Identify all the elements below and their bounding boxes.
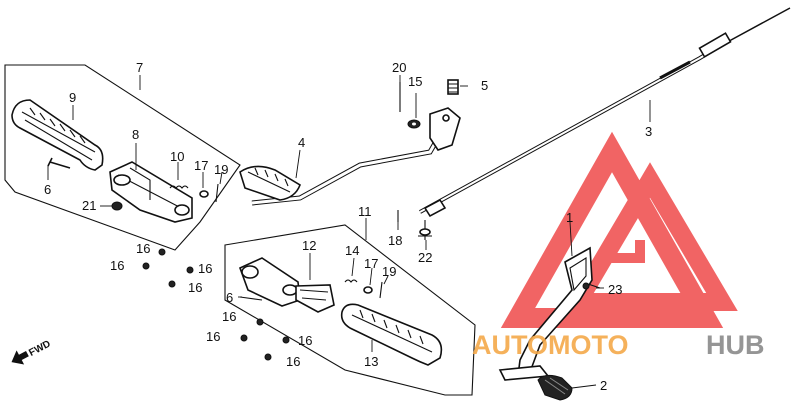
washer-17-right bbox=[363, 286, 373, 294]
label-23: 23 bbox=[608, 282, 622, 297]
fwd-label: FWD bbox=[27, 338, 52, 358]
footpeg-left bbox=[11, 99, 104, 171]
group-box-7 bbox=[4, 64, 241, 251]
bracket-right bbox=[238, 257, 335, 313]
watermark-text: AUTOMOTO HUB bbox=[472, 330, 765, 360]
bolts-16 bbox=[142, 248, 290, 361]
label-1: 1 bbox=[566, 210, 573, 225]
bolt-23 bbox=[587, 283, 601, 289]
label-2: 2 bbox=[600, 378, 607, 393]
footpeg-right bbox=[340, 303, 443, 366]
label-7: 7 bbox=[136, 60, 143, 75]
label-13: 13 bbox=[364, 354, 378, 369]
label-3: 3 bbox=[645, 124, 652, 139]
brake-rod-4 bbox=[239, 107, 461, 206]
washer-17-left bbox=[199, 190, 209, 198]
label-17-left: 17 bbox=[194, 158, 208, 173]
part-labels: 1 2 3 4 5 6 6 7 8 9 10 11 12 13 14 15 16… bbox=[44, 60, 652, 393]
label-19-right: 19 bbox=[382, 264, 396, 279]
label-20: 20 bbox=[392, 60, 406, 75]
label-18: 18 bbox=[388, 233, 402, 248]
label-16-c: 16 bbox=[198, 261, 212, 276]
group-box-11 bbox=[224, 224, 476, 396]
fwd-arrow-icon: FWD bbox=[11, 338, 53, 365]
label-14: 14 bbox=[345, 243, 359, 258]
label-17-right: 17 bbox=[364, 256, 378, 271]
label-16-a: 16 bbox=[136, 241, 150, 256]
leader-lines bbox=[47, 75, 651, 389]
label-16-e: 16 bbox=[222, 309, 236, 324]
label-16-g: 16 bbox=[298, 333, 312, 348]
watermark-logo bbox=[500, 131, 738, 328]
label-8: 8 bbox=[132, 127, 139, 142]
label-10: 10 bbox=[170, 149, 184, 164]
label-11: 11 bbox=[358, 204, 372, 219]
label-21: 21 bbox=[82, 198, 96, 213]
watermark-hub: HUB bbox=[706, 330, 765, 360]
pin-19-right bbox=[379, 281, 383, 299]
nut-21 bbox=[111, 201, 123, 211]
label-5: 5 bbox=[481, 78, 488, 93]
pin-19-left bbox=[215, 183, 219, 203]
bolt-6-right bbox=[239, 296, 263, 301]
label-4: 4 bbox=[298, 135, 305, 150]
bolt-6-left bbox=[47, 157, 71, 169]
label-9: 9 bbox=[69, 90, 76, 105]
label-6-right: 6 bbox=[226, 290, 233, 305]
spring-10 bbox=[169, 185, 189, 189]
bracket-left bbox=[109, 161, 193, 223]
label-12: 12 bbox=[302, 238, 316, 253]
spring-14 bbox=[344, 279, 358, 283]
watermark-automoto: AUTOMOTO bbox=[472, 330, 629, 360]
label-16-d: 16 bbox=[188, 280, 202, 295]
brake-pedal-1 bbox=[498, 246, 593, 381]
pedal-rubber-2 bbox=[537, 374, 573, 401]
label-16-h: 16 bbox=[286, 354, 300, 369]
label-15: 15 bbox=[408, 74, 422, 89]
adjuster-5 bbox=[447, 79, 459, 95]
label-16-b: 16 bbox=[110, 258, 124, 273]
label-22: 22 bbox=[418, 250, 432, 265]
label-19-left: 19 bbox=[214, 162, 228, 177]
label-16-f: 16 bbox=[206, 329, 220, 344]
label-6-left: 6 bbox=[44, 182, 51, 197]
brake-cable-3 bbox=[419, 7, 791, 218]
